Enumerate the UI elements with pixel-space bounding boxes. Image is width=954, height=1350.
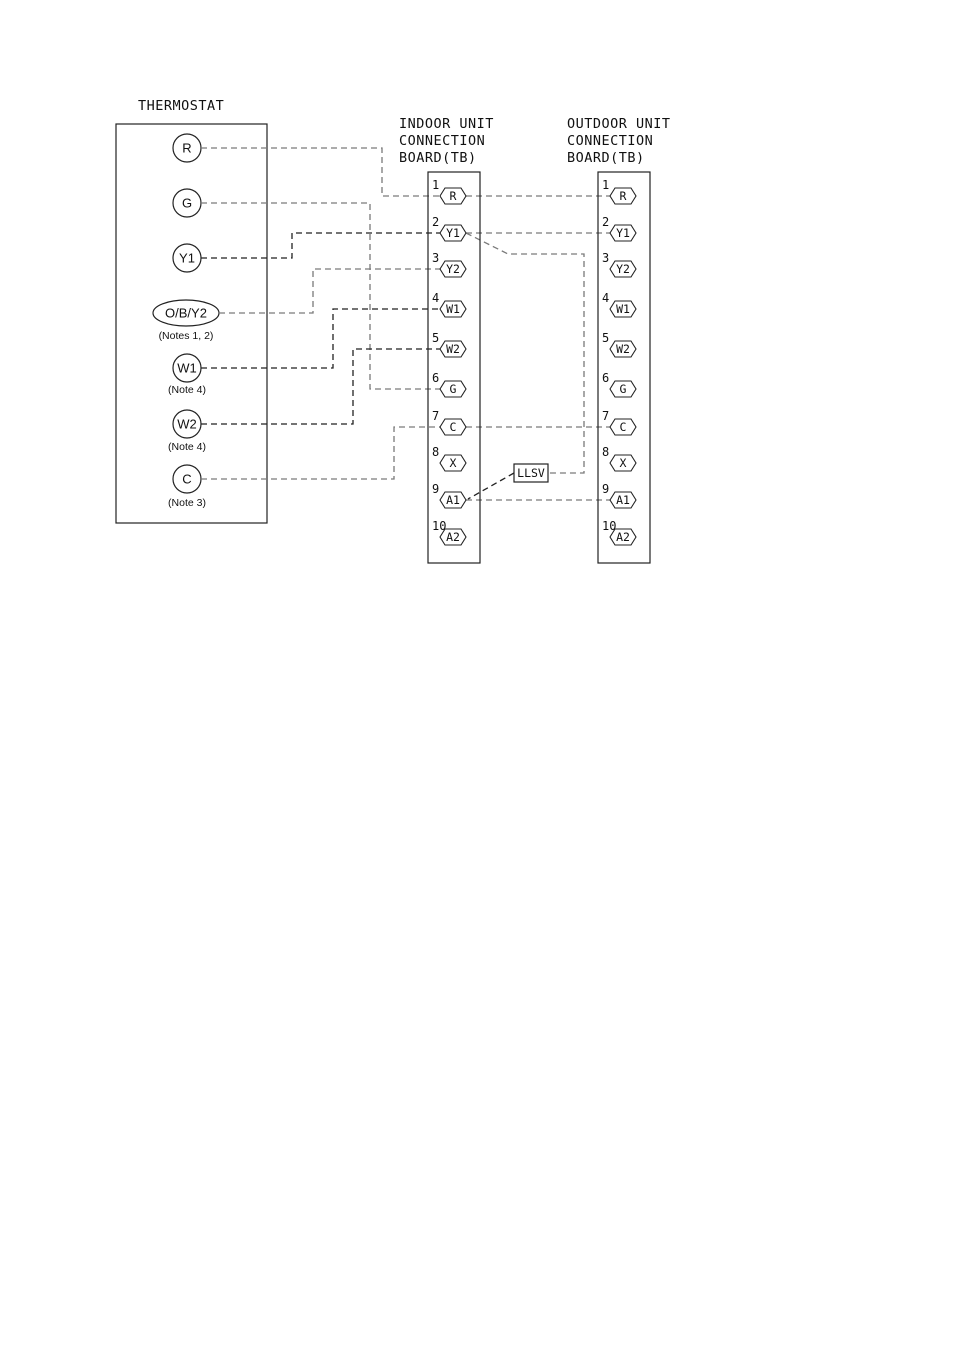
thermostat-terminal-w2: W2 (Note 4) <box>168 410 206 453</box>
terminal-number: 9 <box>432 482 439 496</box>
terminal-label: X <box>450 456 457 470</box>
llsv-label: LLSV <box>517 466 545 480</box>
terminal-number: 7 <box>602 409 609 423</box>
board-terminal: 4W1 <box>432 291 466 317</box>
board-terminal: 7C <box>602 409 636 435</box>
terminal-label: W1 <box>177 361 197 376</box>
thermostat-title: THERMOSTAT <box>138 98 224 114</box>
terminal-label: O/B/Y2 <box>165 306 207 321</box>
board-terminal: 3Y2 <box>602 251 636 277</box>
terminal-number: 2 <box>602 215 609 229</box>
thermostat-terminal-r: R <box>173 134 201 162</box>
terminal-number: 7 <box>432 409 439 423</box>
terminal-number: 4 <box>602 291 609 305</box>
terminal-label: R <box>450 189 457 203</box>
terminal-number: 6 <box>432 371 439 385</box>
terminal-number: 2 <box>432 215 439 229</box>
board-terminal: 9A1 <box>602 482 636 508</box>
indoor-title-line1: INDOOR UNIT <box>399 116 494 132</box>
terminal-label: R <box>620 189 627 203</box>
board-terminal: 5W2 <box>602 331 636 357</box>
board-terminal: 2Y1 <box>432 215 466 241</box>
board-terminal: 1R <box>602 178 636 204</box>
terminal-label: R <box>182 141 191 156</box>
terminal-label: A2 <box>616 530 630 544</box>
terminal-note: (Note 4) <box>168 384 206 396</box>
wire-g <box>201 203 440 389</box>
terminal-label: C <box>450 420 457 434</box>
thermostat: THERMOSTAT R G Y1 O/B/Y2 (Notes 1, 2) W1… <box>116 98 267 523</box>
terminal-number: 1 <box>602 178 609 192</box>
wire-c <box>201 427 440 479</box>
outdoor-title-line3: BOARD(TB) <box>567 150 645 166</box>
wire-ob-y2 <box>219 269 440 313</box>
wire-llsv-a1 <box>468 473 514 499</box>
terminal-number: 3 <box>602 251 609 265</box>
terminal-number: 3 <box>432 251 439 265</box>
wire-w1 <box>201 309 440 368</box>
terminal-number: 4 <box>432 291 439 305</box>
board-terminal: 6G <box>602 371 636 397</box>
thermostat-terminal-obY2: O/B/Y2 (Notes 1, 2) <box>153 300 219 342</box>
terminal-note: (Notes 1, 2) <box>159 330 214 342</box>
terminal-label: A1 <box>446 493 460 507</box>
wires <box>201 148 610 500</box>
outdoor-board: OUTDOOR UNIT CONNECTION BOARD(TB) 1R2Y13… <box>567 116 671 563</box>
indoor-board: INDOOR UNIT CONNECTION BOARD(TB) 1R2Y13Y… <box>399 116 494 563</box>
thermostat-terminal-w1: W1 (Note 4) <box>168 354 206 396</box>
terminal-label: A2 <box>446 530 460 544</box>
terminal-label: Y1 <box>179 251 195 266</box>
terminal-label: W1 <box>446 302 460 316</box>
board-terminal: 8X <box>602 445 636 471</box>
terminal-label: Y2 <box>616 262 630 276</box>
terminal-label: Y1 <box>446 226 460 240</box>
terminal-number: 1 <box>432 178 439 192</box>
terminal-label: G <box>182 196 192 211</box>
thermostat-terminal-c: C (Note 3) <box>168 465 206 509</box>
terminal-label: A1 <box>616 493 630 507</box>
terminal-note: (Note 4) <box>168 441 206 453</box>
terminal-number: 5 <box>602 331 609 345</box>
terminal-number: 6 <box>602 371 609 385</box>
board-terminal: 7C <box>432 409 466 435</box>
wire-y1 <box>201 233 440 258</box>
terminal-label: X <box>620 456 627 470</box>
terminal-label: Y1 <box>616 226 630 240</box>
terminal-number: 5 <box>432 331 439 345</box>
wire-llsv-y1 <box>466 233 584 473</box>
llsv-valve: LLSV <box>514 464 548 482</box>
terminal-label: W1 <box>616 302 630 316</box>
thermostat-terminal-y1: Y1 <box>173 244 201 272</box>
indoor-title-line2: CONNECTION <box>399 133 485 149</box>
board-terminal: 2Y1 <box>602 215 636 241</box>
indoor-title-line3: BOARD(TB) <box>399 150 477 166</box>
terminal-label: W2 <box>446 342 460 356</box>
terminal-number: 8 <box>602 445 609 459</box>
board-terminal: 8X <box>432 445 466 471</box>
terminal-note: (Note 3) <box>168 497 206 509</box>
board-terminal: 4W1 <box>602 291 636 317</box>
terminal-label: C <box>182 472 191 487</box>
thermostat-terminal-g: G <box>173 189 201 217</box>
terminal-number: 9 <box>602 482 609 496</box>
terminal-label: Y2 <box>446 262 460 276</box>
board-terminal: 6G <box>432 371 466 397</box>
board-terminal: 3Y2 <box>432 251 466 277</box>
terminal-label: W2 <box>177 417 197 432</box>
wire-w2 <box>201 349 440 424</box>
terminal-number: 8 <box>432 445 439 459</box>
board-terminal: 9A1 <box>432 482 466 508</box>
terminal-label: C <box>620 420 627 434</box>
terminal-label: G <box>620 382 627 396</box>
terminal-label: G <box>450 382 457 396</box>
outdoor-title-line2: CONNECTION <box>567 133 653 149</box>
terminal-label: W2 <box>616 342 630 356</box>
board-terminal: 1R <box>432 178 466 204</box>
board-terminal: 5W2 <box>432 331 466 357</box>
outdoor-title-line1: OUTDOOR UNIT <box>567 116 671 132</box>
